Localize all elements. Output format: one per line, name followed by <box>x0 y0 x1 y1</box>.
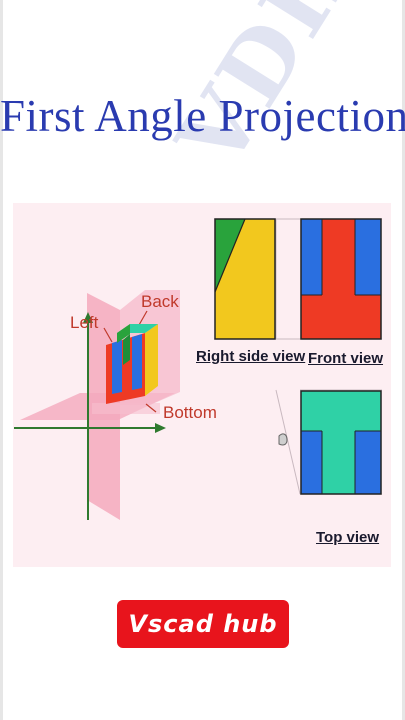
right-side-view <box>214 218 276 340</box>
front-view <box>300 218 382 340</box>
top-view <box>300 390 382 495</box>
cursor-icon <box>278 433 288 446</box>
axis-arrow-up <box>83 312 93 323</box>
page-title: First Angle Projection <box>0 91 405 141</box>
brand-logo: Vscad hub <box>117 600 289 648</box>
label-front-view: Front view <box>308 350 384 367</box>
right-border <box>402 0 405 720</box>
axis-lines <box>14 320 160 520</box>
axis-arrow-right <box>155 423 166 433</box>
pictorial-object <box>106 324 158 404</box>
left-border <box>0 0 3 720</box>
label-right-side-view: Right side view <box>196 348 306 365</box>
label-back: Back <box>141 292 179 311</box>
label-bottom: Bottom <box>163 403 217 422</box>
label-top-view: Top view <box>316 529 380 546</box>
label-left: Left <box>70 313 99 332</box>
